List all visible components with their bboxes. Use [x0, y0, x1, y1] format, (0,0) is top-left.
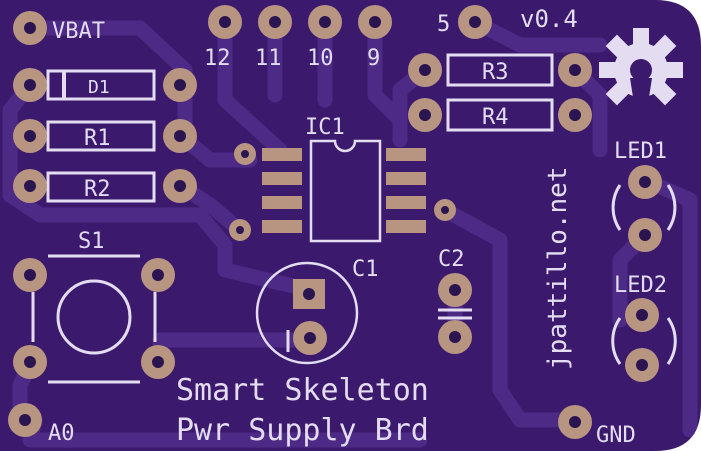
pin-vbat[interactable]	[13, 11, 47, 45]
resistor-r3[interactable]	[408, 53, 592, 87]
pin-10[interactable]	[308, 5, 342, 39]
board-version: v0.4	[520, 5, 578, 33]
pin-label-12: 12	[204, 46, 231, 71]
led1[interactable]	[611, 165, 677, 252]
resistor-r1[interactable]	[13, 119, 197, 153]
pin-11[interactable]	[258, 5, 292, 39]
pin-5[interactable]	[458, 5, 492, 39]
label-s1: S1	[78, 229, 105, 254]
via	[229, 219, 251, 241]
label-r2: R2	[84, 177, 111, 202]
open-hardware-gear-icon	[599, 28, 683, 110]
diode-d1[interactable]	[13, 68, 197, 102]
pin-9[interactable]	[358, 5, 392, 39]
label-r4: R4	[482, 105, 509, 130]
pin-label-gnd: GND	[596, 423, 636, 448]
pin-gnd[interactable]	[558, 405, 592, 439]
website-label: jpattillo.net	[543, 167, 573, 371]
capacitor-c1[interactable]	[255, 261, 359, 365]
via	[234, 143, 256, 165]
board-title-line1: Smart Skeleton	[176, 373, 429, 408]
led2[interactable]	[611, 298, 677, 382]
pin-label-a0: A0	[48, 421, 75, 446]
pin-label-10: 10	[307, 46, 334, 71]
label-r3: R3	[482, 60, 509, 85]
label-d1: D1	[88, 77, 110, 98]
resistor-r4[interactable]	[408, 98, 592, 132]
pin-label-vbat: VBAT	[52, 19, 105, 44]
label-ic1: IC1	[305, 115, 345, 140]
pin-label-11: 11	[255, 46, 282, 71]
pin-label-5: 5	[437, 12, 450, 37]
ic1-chip[interactable]	[262, 139, 426, 243]
pin-12[interactable]	[208, 5, 242, 39]
label-c1: C1	[352, 257, 379, 282]
capacitor-c2[interactable]	[438, 273, 472, 354]
resistor-r2[interactable]	[13, 169, 197, 203]
pin-a0[interactable]	[8, 403, 42, 437]
pin-label-9: 9	[367, 46, 380, 71]
label-r1: R1	[84, 126, 111, 151]
via	[434, 199, 456, 221]
label-led2: LED2	[614, 273, 667, 298]
board-title-line2: Pwr Supply Brd	[176, 413, 429, 448]
label-c2: C2	[438, 247, 465, 272]
pushbutton-s1[interactable]	[13, 254, 175, 384]
label-led1: LED1	[614, 139, 667, 164]
